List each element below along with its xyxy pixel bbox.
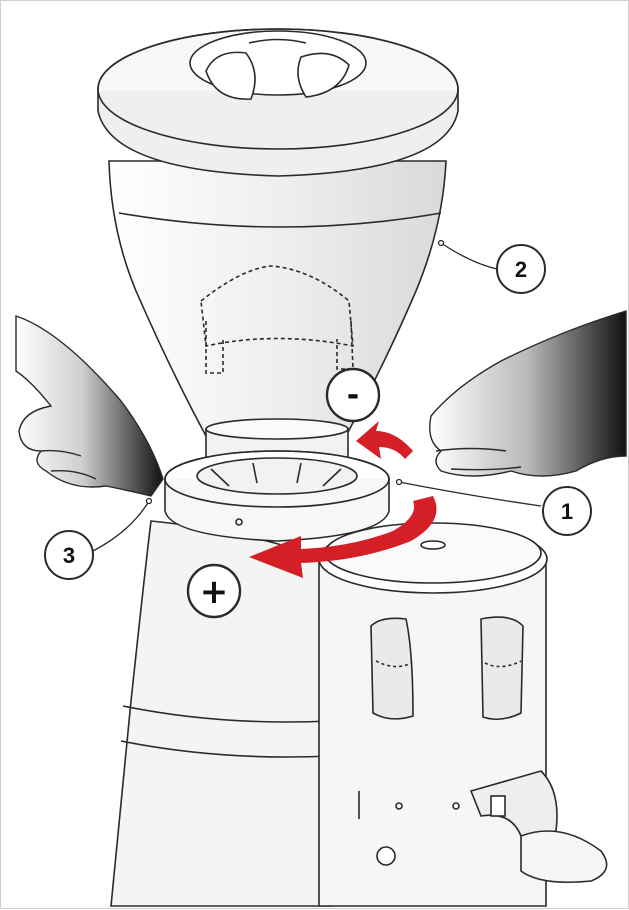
left-hand xyxy=(15,315,164,497)
decrease-arrow xyxy=(356,421,413,459)
hopper xyxy=(97,28,459,437)
plus-sign: + xyxy=(200,572,229,612)
rotation-arrows xyxy=(249,421,437,578)
callout-3-label: 3 xyxy=(63,543,75,568)
plus-badge: + xyxy=(186,563,242,619)
callout-2: 2 xyxy=(496,244,546,294)
right-hand xyxy=(429,310,627,477)
callout-3: 3 xyxy=(44,530,94,580)
minus-sign: - xyxy=(347,378,359,413)
callout-2-label: 2 xyxy=(515,257,527,282)
callout-1-label: 1 xyxy=(561,499,573,524)
callout-1: 1 xyxy=(542,486,592,536)
minus-badge: - xyxy=(325,367,381,423)
doser-cylinder xyxy=(318,522,548,907)
portafilter-fork xyxy=(469,770,608,884)
leader-lines xyxy=(92,239,542,552)
adjustment-collar xyxy=(164,418,390,542)
increase-arrow xyxy=(249,496,437,578)
